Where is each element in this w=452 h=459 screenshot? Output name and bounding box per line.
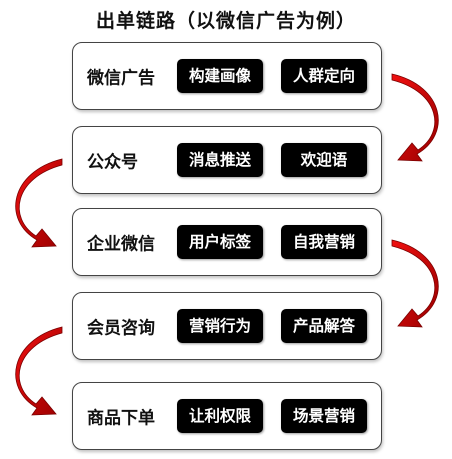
stage-tag: 产品解答 — [281, 309, 367, 343]
stage-tag: 消息推送 — [177, 143, 263, 177]
stage-tag: 自我营销 — [281, 225, 367, 259]
stage-label: 会员咨询 — [87, 318, 155, 339]
stage-label: 公众号 — [87, 152, 138, 173]
stage-box-member-consult: 会员咨询 营销行为 产品解答 — [72, 292, 382, 360]
stage-tag: 欢迎语 — [281, 143, 367, 177]
stage-tag: 人群定向 — [281, 59, 367, 93]
stage-box-enterprise-wechat: 企业微信 用户标签 自我营销 — [72, 208, 382, 276]
stage-box-place-order: 商品下单 让利权限 场景营销 — [72, 382, 382, 450]
stage-box-official-account: 公众号 消息推送 欢迎语 — [72, 126, 382, 194]
stage-tag: 营销行为 — [177, 309, 263, 343]
left-arrow-icon-1 — [15, 158, 63, 248]
stage-box-wechat-ads: 微信广告 构建画像 人群定向 — [72, 42, 382, 110]
stage-tag: 场景营销 — [281, 399, 367, 433]
stage-tag: 让利权限 — [177, 399, 263, 433]
stage-label: 微信广告 — [87, 68, 155, 89]
right-arrow-icon-1 — [391, 73, 439, 162]
stage-tag: 用户标签 — [177, 225, 263, 259]
stage-label: 商品下单 — [87, 408, 155, 429]
diagram-title: 出单链路（以微信广告为例） — [95, 10, 356, 32]
stage-tag: 构建画像 — [177, 59, 263, 93]
right-arrow-icon-2 — [391, 239, 439, 328]
stage-label: 企业微信 — [87, 234, 155, 255]
left-arrow-icon-2 — [15, 326, 63, 416]
